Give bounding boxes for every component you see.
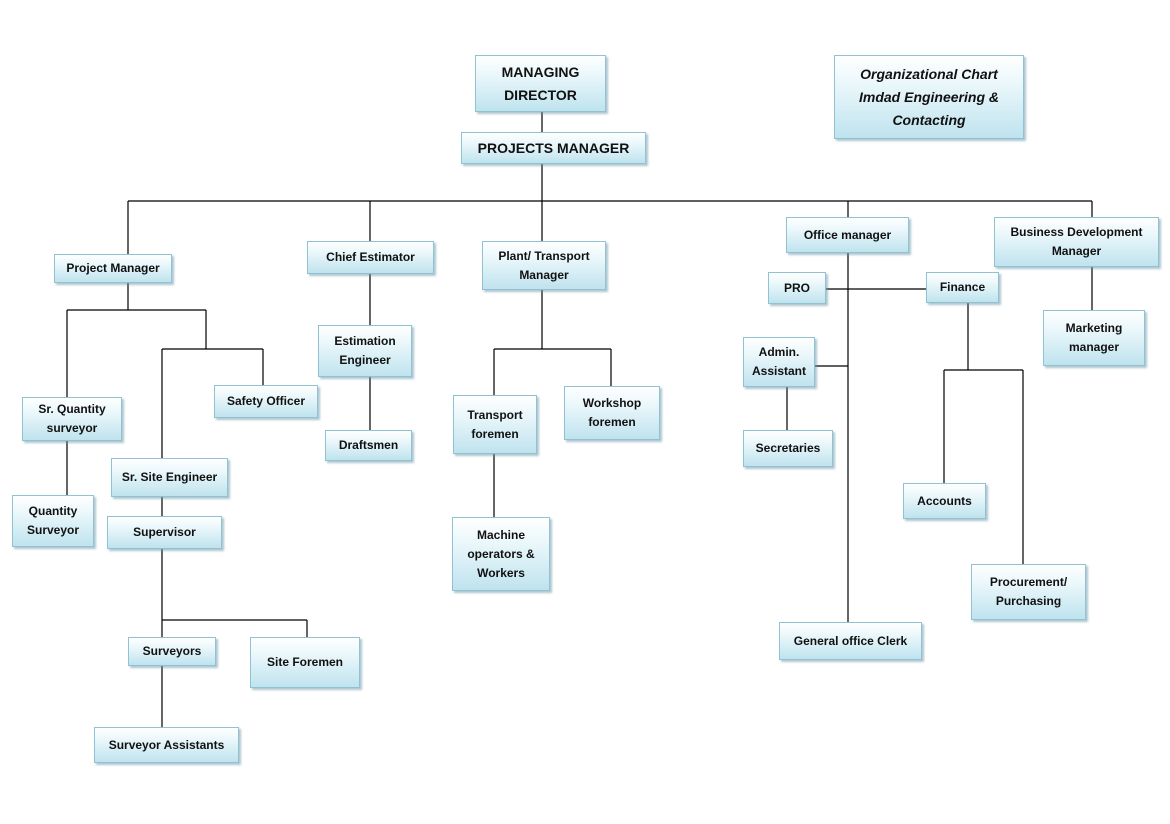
node-workshop-foremen: Workshop foremen <box>564 386 660 440</box>
node-office-manager: Office manager <box>786 217 909 253</box>
node-safety-officer: Safety Officer <box>214 385 318 418</box>
node-secretaries: Secretaries <box>743 430 833 467</box>
node-quantity-surveyor: Quantity Surveyor <box>12 495 94 547</box>
node-plant-transport-manager: Plant/ Transport Manager <box>482 241 606 290</box>
node-estimation-engineer: Estimation Engineer <box>318 325 412 377</box>
node-pro: PRO <box>768 272 826 304</box>
node-supervisor: Supervisor <box>107 516 222 549</box>
node-business-development-manager: Business Development Manager <box>994 217 1159 267</box>
node-chief-estimator: Chief Estimator <box>307 241 434 274</box>
node-accounts: Accounts <box>903 483 986 519</box>
node-transport-foremen: Transport foremen <box>453 395 537 454</box>
node-marketing-manager: Marketing manager <box>1043 310 1145 366</box>
node-site-foremen: Site Foremen <box>250 637 360 688</box>
node-managing-director: MANAGING DIRECTOR <box>475 55 606 112</box>
node-general-office-clerk: General office Clerk <box>779 622 922 660</box>
node-sr-quantity-surveyor: Sr. Quantity surveyor <box>22 397 122 441</box>
node-finance: Finance <box>926 272 999 303</box>
node-projects-manager: PROJECTS MANAGER <box>461 132 646 164</box>
node-draftsmen: Draftsmen <box>325 430 412 461</box>
node-procurement-purchasing: Procurement/ Purchasing <box>971 564 1086 620</box>
node-project-manager: Project Manager <box>54 254 172 283</box>
node-sr-site-engineer: Sr. Site Engineer <box>111 458 228 497</box>
node-admin-assistant: Admin. Assistant <box>743 337 815 387</box>
node-machine-operators-workers: Machine operators & Workers <box>452 517 550 591</box>
chart-title: Organizational Chart Imdad Engineering &… <box>834 55 1024 139</box>
node-surveyor-assistants: Surveyor Assistants <box>94 727 239 763</box>
node-surveyors: Surveyors <box>128 637 216 666</box>
